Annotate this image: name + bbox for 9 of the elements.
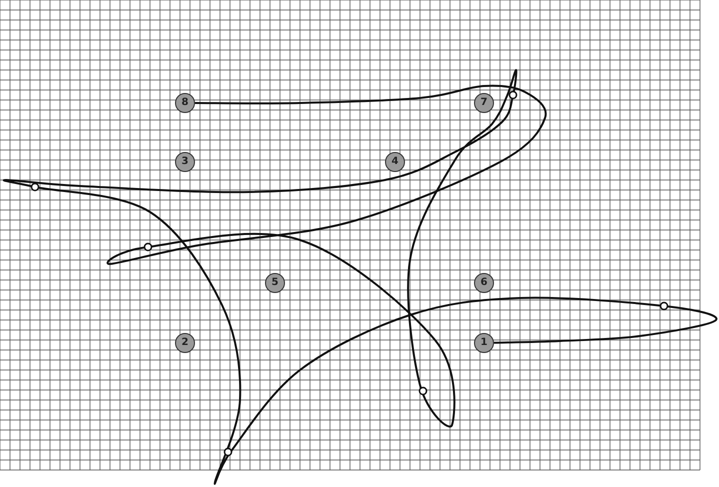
numbered-point: 4 — [385, 152, 405, 172]
curve — [5, 69, 717, 483]
numbered-point: 2 — [175, 333, 195, 353]
numbered-point: 5 — [265, 273, 285, 293]
numbered-point: 6 — [474, 273, 494, 293]
numbered-point: 3 — [175, 152, 195, 172]
numbered-point: 1 — [474, 333, 494, 353]
numbered-point: 8 — [175, 93, 195, 113]
numbered-point: 7 — [474, 93, 494, 113]
